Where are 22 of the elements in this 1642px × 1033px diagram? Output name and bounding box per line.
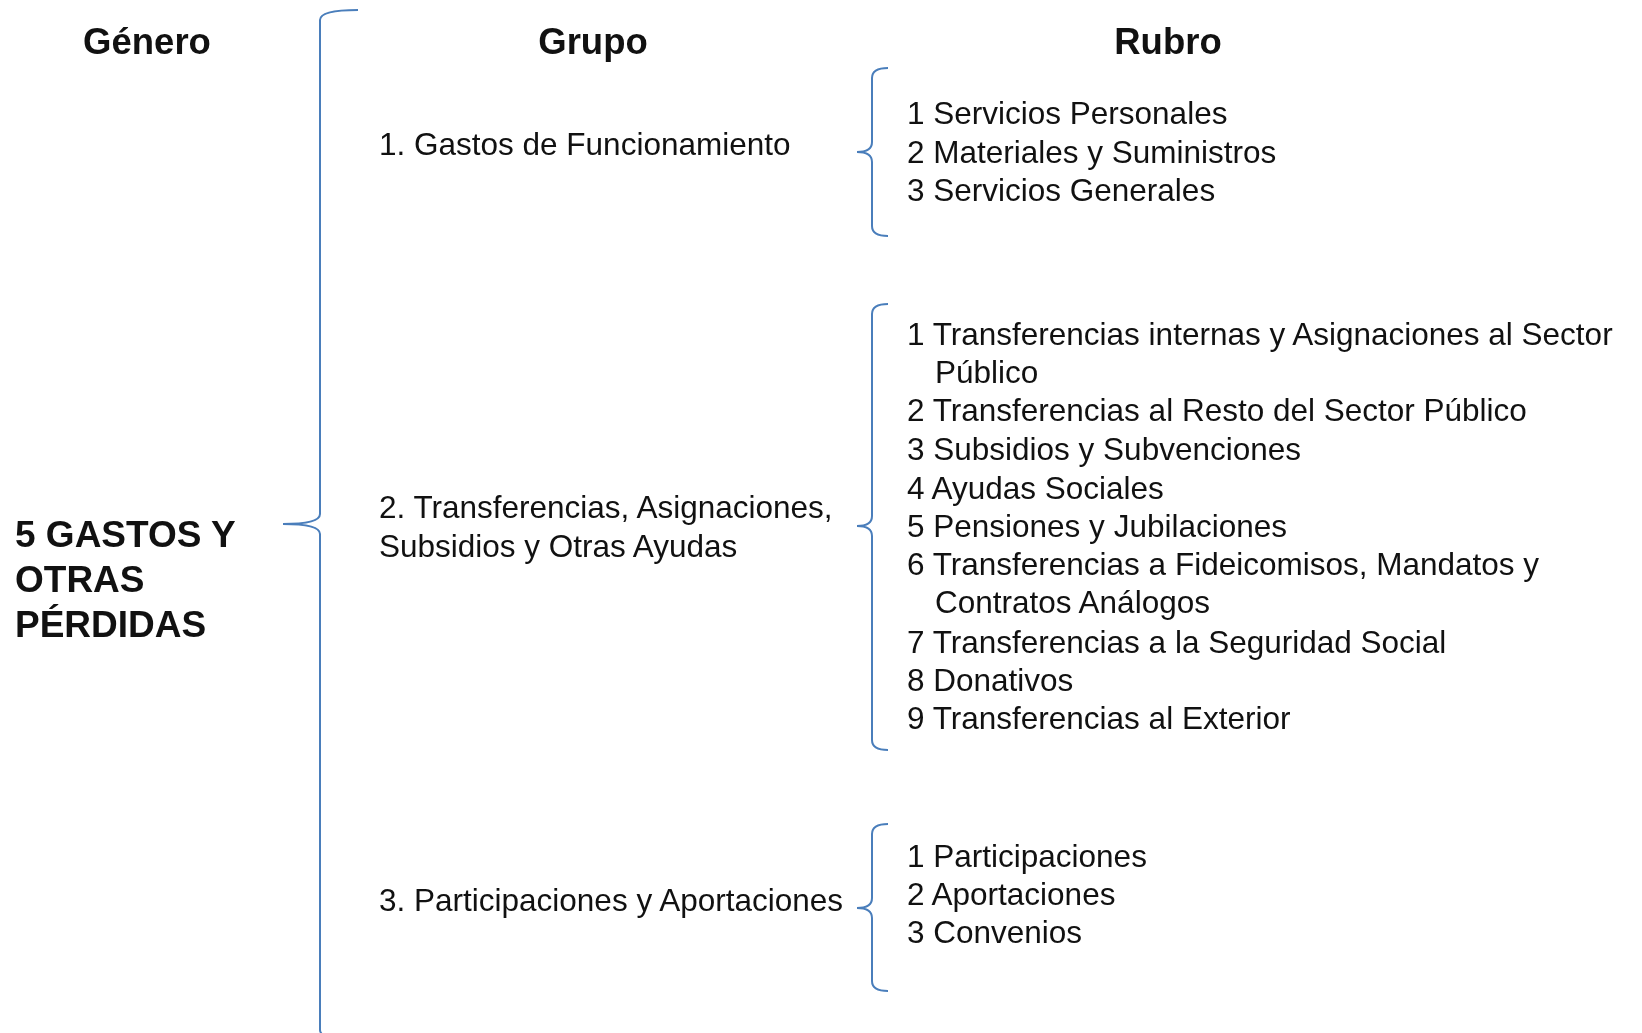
item-label: 1 Servicios Personales [907,94,1229,133]
item-label: 3 Convenios [907,913,1084,952]
item-label: 3 Servicios Generales [907,171,1217,210]
item-label: 7 Transferencias a la Seguridad Social [907,623,1448,662]
column-heading: Rubro [1113,22,1223,62]
item-label: 6 Transferencias a Fideicomisos, Mandatos y Contratos Análogos [907,545,1541,622]
group-label: 3. Participaciones y Aportaciones [379,881,844,920]
column-heading: Grupo [537,22,649,62]
item-label: 1 Transferencias internas y Asignaciones al Sector Público [907,315,1614,392]
item-label: 2 Transferencias al Resto del Sector Público [907,391,1528,430]
column-heading: Género [82,22,212,62]
item-label: 9 Transferencias al Exterior [907,699,1292,738]
item-label: 1 Participaciones [907,837,1148,876]
item-label: 2 Aportaciones [907,875,1117,914]
item-label: 5 Pensiones y Jubilaciones [907,507,1288,546]
group-label: 1. Gastos de Funcionamiento [379,125,792,164]
category-label: 5 GASTOS Y OTRAS PÉRDIDAS [15,513,237,647]
item-label: 8 Donativos [907,661,1075,700]
group-label: 2. Transferencias, Asignaciones, Subsidios y Otras Ayudas [379,488,834,565]
item-label: 2 Materiales y Suministros [907,133,1278,172]
item-label: 4 Ayudas Sociales [907,469,1165,508]
item-label: 3 Subsidios y Subvenciones [907,430,1302,469]
